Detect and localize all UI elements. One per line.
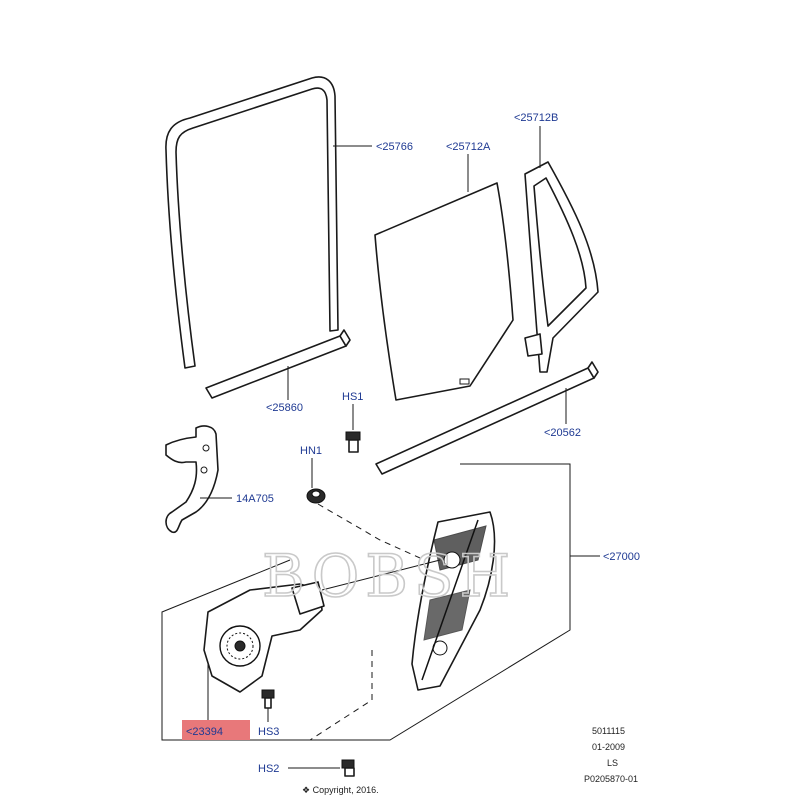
meta-line-3: LS (607, 758, 618, 768)
window-regulator (411, 511, 496, 691)
label-belt-inner: <25860 (266, 402, 303, 414)
label-door-glass: <25712A (446, 141, 491, 153)
meta-line-1: 5011115 (592, 726, 625, 736)
bolt-hs1 (345, 431, 361, 453)
label-hs3: HS3 (258, 726, 279, 738)
label-bracket: 14A705 (236, 493, 274, 505)
screw-hs3 (261, 689, 275, 709)
regulator-boundary (161, 463, 600, 741)
watermark-text: BOBSH (262, 542, 516, 610)
label-weatherstrip: <25766 (376, 141, 413, 153)
label-motor: <23394 (186, 726, 223, 738)
label-belt-outer: <20562 (544, 427, 581, 439)
label-hs1: HS1 (342, 391, 363, 403)
label-quarter-glass: <25712B (514, 112, 558, 124)
meta-line-4: P0205870-01 (584, 774, 638, 784)
screw-hs2 (341, 759, 355, 777)
meta-line-2: 01-2009 (592, 742, 625, 752)
weatherstrip-seal (165, 76, 339, 369)
leader-regulator-rod (321, 559, 441, 591)
nut-hn1 (306, 488, 326, 504)
belt-moulding-outer (375, 361, 599, 475)
belt-moulding-inner (205, 329, 351, 399)
bracket (165, 425, 219, 534)
label-regulator: <27000 (603, 551, 640, 563)
copyright-text: ❖ Copyright, 2016. (302, 785, 379, 795)
quarter-glass (524, 161, 599, 373)
window-motor (203, 581, 325, 693)
door-glass (374, 182, 514, 401)
motor-label-highlight (182, 720, 250, 740)
label-hs2: HS2 (258, 763, 279, 775)
label-hn1: HN1 (300, 445, 322, 457)
